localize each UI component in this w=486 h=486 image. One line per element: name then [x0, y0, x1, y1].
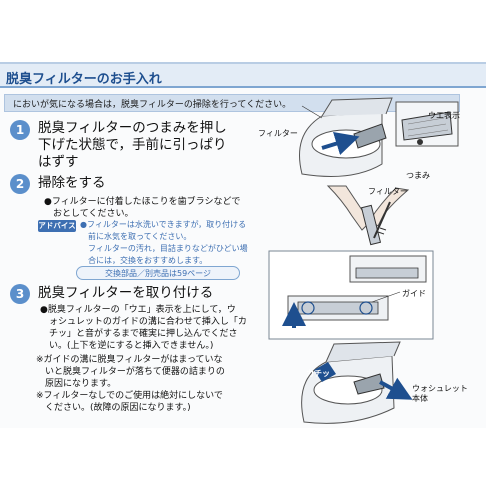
advice-line: ●フィルターは水洗いできますが，取り付ける — [80, 220, 247, 229]
step-1-line: はずす — [38, 154, 79, 170]
step-2-number: 2 — [10, 174, 30, 194]
step-3-bullet-line: チッ」と音がするまで確実に押し込んでくださ — [40, 329, 238, 339]
label-washlet-line: ウォシュレット — [412, 384, 468, 393]
step-3-note-line: ください。(故障の原因になります。) — [36, 403, 191, 413]
step-3-bullet-line: い。(上下を逆にすると挿入できません。) — [40, 341, 214, 351]
step-1-line: 脱臭フィルターのつまみを押し — [38, 120, 227, 136]
step-3-text: 脱臭フィルターを取り付ける — [38, 285, 214, 301]
illustration-step-3a — [268, 250, 434, 340]
label-filter-1: フィルター — [258, 129, 298, 138]
advice-line: フィルターの汚れ，目詰まりなどがひどい場 — [80, 244, 248, 253]
advice-line: 合には，交換をおすすめします。 — [80, 256, 208, 265]
step-3-note-line: ※フィルターなしでのご使用は絶対にしないで — [36, 391, 223, 401]
label-ue: ウエ表示 — [428, 111, 460, 120]
label-filter-2: フィルター — [368, 187, 408, 196]
step-3-bullet: ●脱臭フィルターの「ウエ」表示を上にして，ウ ォシュレットのガイドの溝に合わせて… — [40, 304, 247, 352]
step-3-bullet-line: ●脱臭フィルターの「ウエ」表示を上にして，ウ — [40, 305, 236, 315]
label-knob: つまみ — [406, 171, 430, 180]
step-3-number: 3 — [10, 284, 30, 304]
illustration-step-3b — [301, 341, 413, 424]
title-bar: 脱臭フィルターのお手入れ — [0, 62, 486, 88]
page-title: 脱臭フィルターのお手入れ — [6, 72, 162, 87]
illustration-step-1 — [299, 97, 459, 177]
label-kachi: カチッ — [306, 369, 330, 378]
reference-link[interactable]: 交換部品／別売品は59ページ — [76, 266, 240, 280]
advice-line: 前に水気を取ってください。 — [80, 232, 192, 241]
step-2-text: 掃除をする — [38, 175, 106, 191]
label-guide: ガイド — [402, 289, 426, 298]
label-washlet-line: 本体 — [412, 394, 428, 403]
reference-text: 交換部品／別売品は59ページ — [104, 269, 212, 278]
step-1-line: 下げた状態で，手前に引っぱり — [38, 137, 227, 153]
notice-text: においが気になる場合は，脱臭フィルターの掃除を行ってください。 — [13, 100, 292, 110]
advice-text: ●フィルターは水洗いできますが，取り付ける 前に水気を取ってください。 フィルタ… — [80, 219, 248, 267]
step-1-text: 脱臭フィルターのつまみを押し 下げた状態で，手前に引っぱり はずす — [38, 120, 227, 171]
manual-page: 脱臭フィルターのお手入れ においが気になる場合は，脱臭フィルターの掃除を行ってく… — [0, 62, 486, 428]
step-1-number: 1 — [10, 120, 30, 140]
illustration-step-2 — [326, 185, 410, 246]
advice-tag: アドバイス — [38, 220, 76, 232]
step-3-note-line: いと脱臭フィルターが落ちて便器の詰まりの — [36, 367, 225, 377]
step-3-note-line: ※ガイドの溝に脱臭フィルターがはまっていな — [36, 355, 223, 365]
step-3-note-line: 原因になります。 — [36, 379, 117, 389]
label-washlet: ウォシュレット 本体 — [412, 384, 468, 404]
step-3-notes: ※ガイドの溝に脱臭フィルターがはまっていな いと脱臭フィルターが落ちて便器の詰ま… — [36, 354, 225, 414]
step-2-bullet: ●フィルターに付着したほこりを歯ブラシなどで おとしてください。 — [44, 196, 240, 220]
step-2-bullet-line: ●フィルターに付着したほこりを歯ブラシなどで — [44, 197, 241, 207]
step-2-bullet-line: おとしてください。 — [44, 209, 134, 219]
step-3-bullet-line: ォシュレットのガイドの溝に合わせて挿入し「カ — [40, 317, 247, 327]
